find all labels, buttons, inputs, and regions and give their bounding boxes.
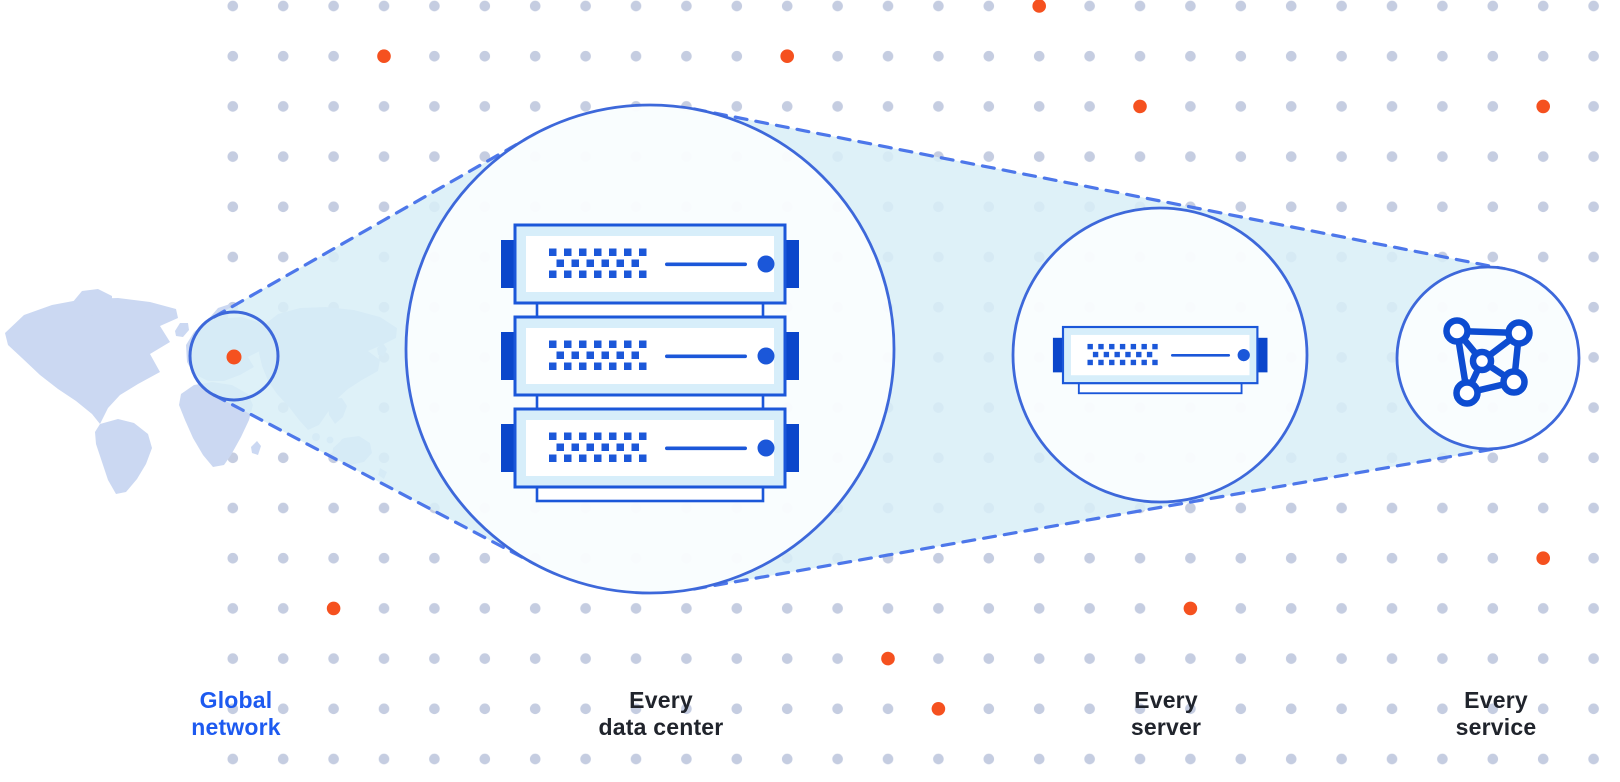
- label-global-network: Global network: [191, 687, 281, 741]
- cone-dashed-line-upper-left: [212, 132, 537, 319]
- label-line: data center: [598, 714, 724, 740]
- orange-dot: [326, 601, 341, 616]
- orange-dot-group: [326, 0, 1550, 716]
- server-unit-2: [499, 315, 801, 411]
- server-rack-icon: [499, 223, 801, 503]
- orange-dot: [1133, 99, 1147, 114]
- orange-dot: [780, 49, 794, 63]
- orange-dot: [881, 651, 895, 666]
- label-line: Every: [1134, 687, 1198, 713]
- orange-dot: [1032, 0, 1046, 13]
- label-line: Every: [629, 687, 693, 713]
- orange-dot: [1536, 99, 1550, 114]
- server-icon: [1051, 325, 1269, 395]
- label-line: server: [1130, 714, 1202, 740]
- cone-dashed-line-upper-right: [692, 107, 1507, 271]
- label-line: service: [1455, 714, 1537, 740]
- label-line: network: [191, 714, 281, 740]
- orange-dot: [931, 702, 946, 716]
- cone-dashed-line-lower-left: [212, 393, 537, 566]
- orange-dot: [1536, 551, 1550, 565]
- label-every-server: Every server: [1131, 687, 1201, 741]
- cone-dashed-line-lower-right: [692, 445, 1507, 591]
- label-every-data-center: Every data center: [599, 687, 724, 741]
- orange-dot: [377, 49, 391, 63]
- label-every-service: Every service: [1456, 687, 1537, 741]
- map-pin-icon: [226, 349, 242, 365]
- server-unit-3: [499, 407, 801, 503]
- label-line: Every: [1464, 687, 1528, 713]
- network-mesh-icon: [1443, 317, 1533, 407]
- label-line: Global: [199, 687, 273, 713]
- server-unit-1: [499, 223, 801, 319]
- map-focus-circle: [188, 310, 280, 402]
- orange-dot: [1183, 601, 1198, 616]
